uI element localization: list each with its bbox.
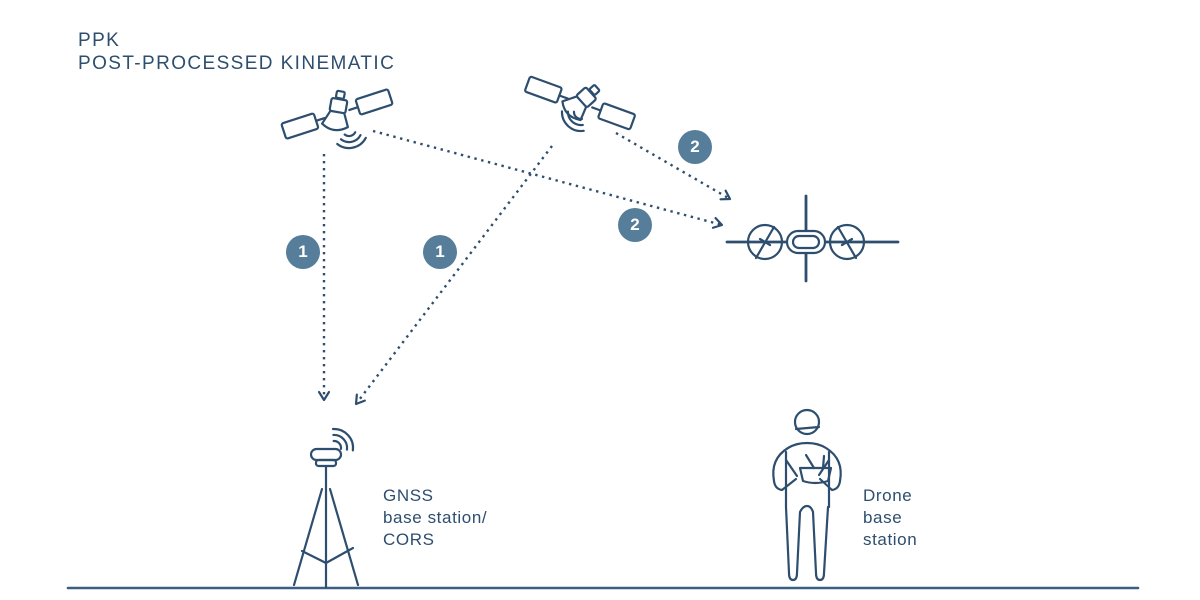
signal-arrow-sat2-to-drone (615, 131, 732, 201)
gnss-base-station-label: GNSS base station/ CORS (383, 486, 488, 549)
drone-icon (725, 194, 900, 283)
step-badge-2: 2 (618, 208, 652, 242)
drone-operator-icon (772, 408, 842, 582)
title-abbreviation: PPK (78, 30, 121, 51)
gnss-base-station-icon (292, 427, 360, 589)
satellite-icon (524, 75, 636, 133)
step-badge-1: 1 (286, 235, 320, 269)
step-badge-1: 1 (423, 235, 457, 269)
signal-waves-icon (560, 110, 585, 133)
drone-base-station-label: Drone base station (863, 486, 918, 549)
diagram-title: PPK POST-PROCESSED KINEMATIC (78, 29, 395, 75)
signal-arrow-sat2-to-base (354, 145, 553, 406)
satellite-icon (280, 88, 394, 150)
title-full: POST-PROCESSED KINEMATIC (78, 53, 396, 74)
signal-paths (317, 129, 732, 406)
step-badge-2: 2 (678, 130, 712, 164)
signal-waves-icon (336, 131, 367, 150)
signal-arrow-sat1-to-drone (372, 129, 724, 229)
signal-waves-icon (331, 427, 355, 452)
controller-icon (798, 466, 833, 485)
